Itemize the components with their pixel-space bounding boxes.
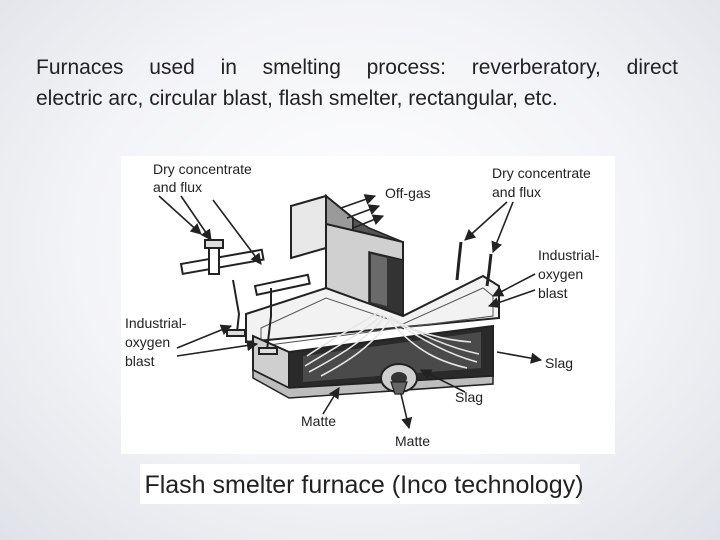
intro-line-2: electric arc, circular blast, flash smel…	[36, 87, 558, 110]
label-dry-concentrate-left: Dry concentrate	[153, 161, 252, 177]
label-slag-right: Slag	[545, 355, 573, 371]
intro-text: Furnaces used in smelting process: rever…	[36, 52, 678, 114]
furnace-body	[245, 274, 500, 399]
diagram-arrows	[158, 194, 543, 430]
label-and-flux-right: and flux	[492, 184, 541, 200]
label-and-flux-left: and flux	[153, 179, 202, 195]
furnace-diagram: Dry concentrate and flux Off-gas Dry con…	[121, 156, 615, 454]
label-oxygen-left-2: oxygen	[125, 334, 170, 350]
figure-caption: Flash smelter furnace (Inco technology)	[144, 471, 584, 499]
furnace-svg: Dry concentrate and flux Off-gas Dry con…	[125, 161, 600, 449]
label-oxygen-right-3: blast	[538, 285, 568, 301]
flow-streaks	[304, 311, 480, 377]
label-matte-bottom: Matte	[395, 433, 430, 449]
matte-tap	[380, 363, 418, 395]
label-dry-concentrate-right: Dry concentrate	[492, 165, 591, 181]
label-slag-middle: Slag	[455, 389, 483, 405]
label-oxygen-left-3: blast	[125, 353, 155, 369]
label-oxygen-left-1: Industrial-	[125, 315, 187, 331]
label-offgas: Off-gas	[385, 185, 431, 201]
label-oxygen-right-2: oxygen	[538, 266, 583, 282]
intro-line-1: Furnaces used in smelting process: rever…	[36, 56, 678, 79]
label-oxygen-right-1: Industrial-	[538, 247, 600, 263]
label-matte-middle: Matte	[301, 413, 336, 429]
caption-background	[140, 464, 580, 504]
feed-piping	[179, 239, 493, 355]
diagram-labels: Dry concentrate and flux Off-gas Dry con…	[125, 161, 600, 449]
